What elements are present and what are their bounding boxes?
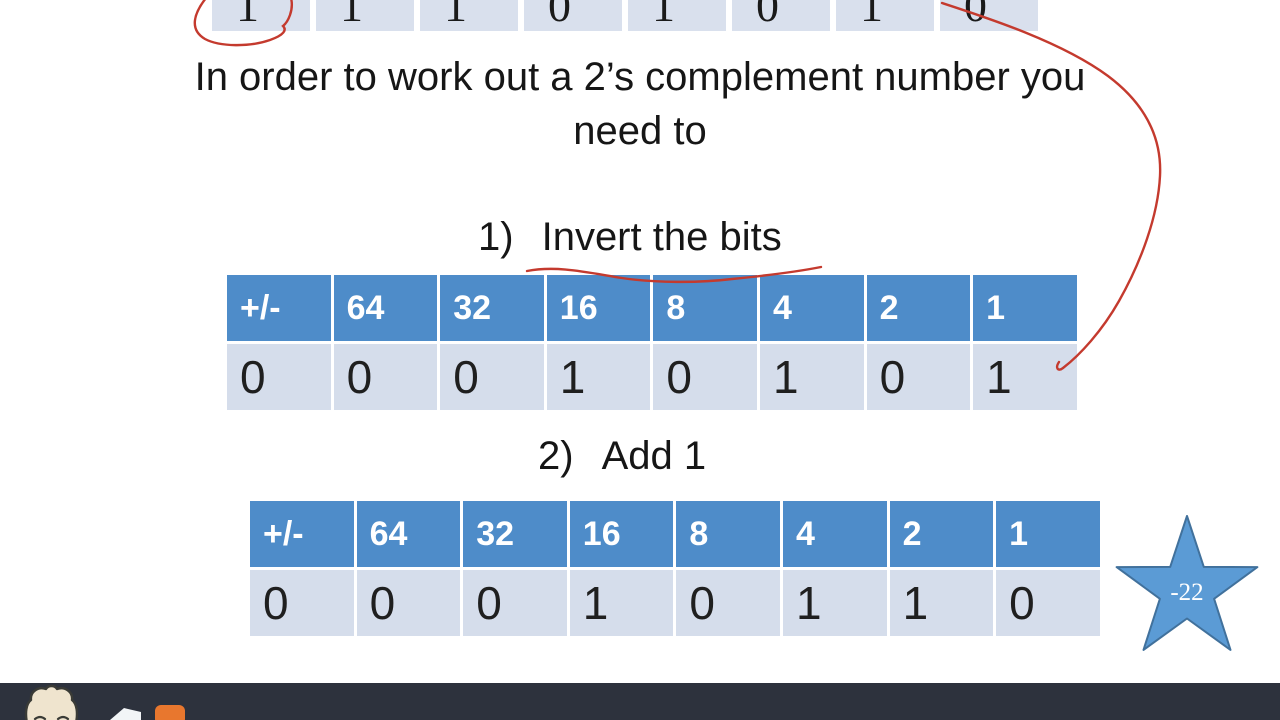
table-header-cell: 32 [463,501,567,567]
star-value: -22 [1170,579,1203,606]
step2-heading: 2) Add 1 [538,434,706,479]
star-icon: -22 [1115,515,1259,651]
table-header-cell: +/- [227,275,331,341]
bit-value: 1 [236,0,259,31]
top-bit-cell: 0 [940,0,1038,31]
table-header-cell: 16 [569,501,674,567]
top-bit-cell: 1 [316,0,414,31]
table-header-cell: 8 [653,275,757,341]
table-data-cell: 0 [996,570,1100,636]
table-header-cell: 8 [676,501,780,567]
step1-text: Invert the bits [541,215,782,259]
table-header-cell: 16 [546,275,651,341]
bit-value: 1 [860,0,883,31]
table-data-cell: 0 [676,570,780,636]
table-header-cell: 2 [866,275,971,341]
logo-shape-orange-icon [155,705,185,720]
step1-heading: 1) Invert the bits [478,215,782,260]
bit-value: 0 [964,0,987,31]
step2-text: Add 1 [601,434,707,478]
table-header-cell: +/- [250,501,354,567]
table-header-cell: 1 [973,275,1077,341]
table-data-cell: 0 [333,344,438,410]
slide-title-line1: In order to work out a 2’s complement nu… [194,55,1086,99]
top-bit-cell: 1 [420,0,518,31]
bit-value: 1 [444,0,467,31]
top-bit-cell: 1 [628,0,726,31]
table-data-cell: 0 [866,344,971,410]
monkey-logo-icon [24,684,79,720]
bit-value: 0 [756,0,779,31]
top-bit-cell: 0 [732,0,830,31]
table-data-cell: 1 [759,344,864,410]
top-bit-cell: 0 [524,0,622,31]
table-data-cell: 0 [227,344,331,410]
table-data-cell: 0 [440,344,544,410]
step1-number: 1) [478,215,514,259]
table-data-cell: 0 [250,570,354,636]
bit-value: 1 [340,0,363,31]
table-data-cell: 0 [653,344,757,410]
table-data-cell: 0 [463,570,567,636]
table-header-cell: 1 [996,501,1100,567]
slide-title-line2: need to [573,109,707,153]
table-data-cell: 1 [546,344,651,410]
table-data-cell: 1 [889,570,994,636]
table-header-cell: 64 [356,501,461,567]
top-bit-row: 1 1 1 0 1 0 1 0 [212,0,1038,31]
table-data-cell: 1 [569,570,674,636]
slide-title: In order to work out a 2’s complement nu… [0,50,1280,158]
binary-table-step2: +/- 64 32 16 8 4 2 1 0 0 0 1 0 1 1 0 [250,501,1103,636]
table-header-cell: 4 [759,275,864,341]
binary-table-step1: +/- 64 32 16 8 4 2 1 0 0 0 1 0 1 0 1 [227,275,1080,410]
bit-value: 0 [548,0,571,31]
top-bit-cell: 1 [836,0,934,31]
table-header-cell: 2 [889,501,994,567]
table-data-cell: 1 [782,570,887,636]
table-header-cell: 64 [333,275,438,341]
video-branding-bar [0,683,1280,720]
table-data-cell: 0 [356,570,461,636]
bit-value: 1 [652,0,675,31]
logo-shape-white-icon [110,708,141,720]
step2-number: 2) [538,434,574,478]
table-header-cell: 32 [440,275,544,341]
answer-star: -22 [1110,513,1264,667]
table-data-cell: 1 [973,344,1077,410]
branding-logos [24,684,185,720]
table-header-cell: 4 [782,501,887,567]
top-bit-cell: 1 [212,0,310,31]
